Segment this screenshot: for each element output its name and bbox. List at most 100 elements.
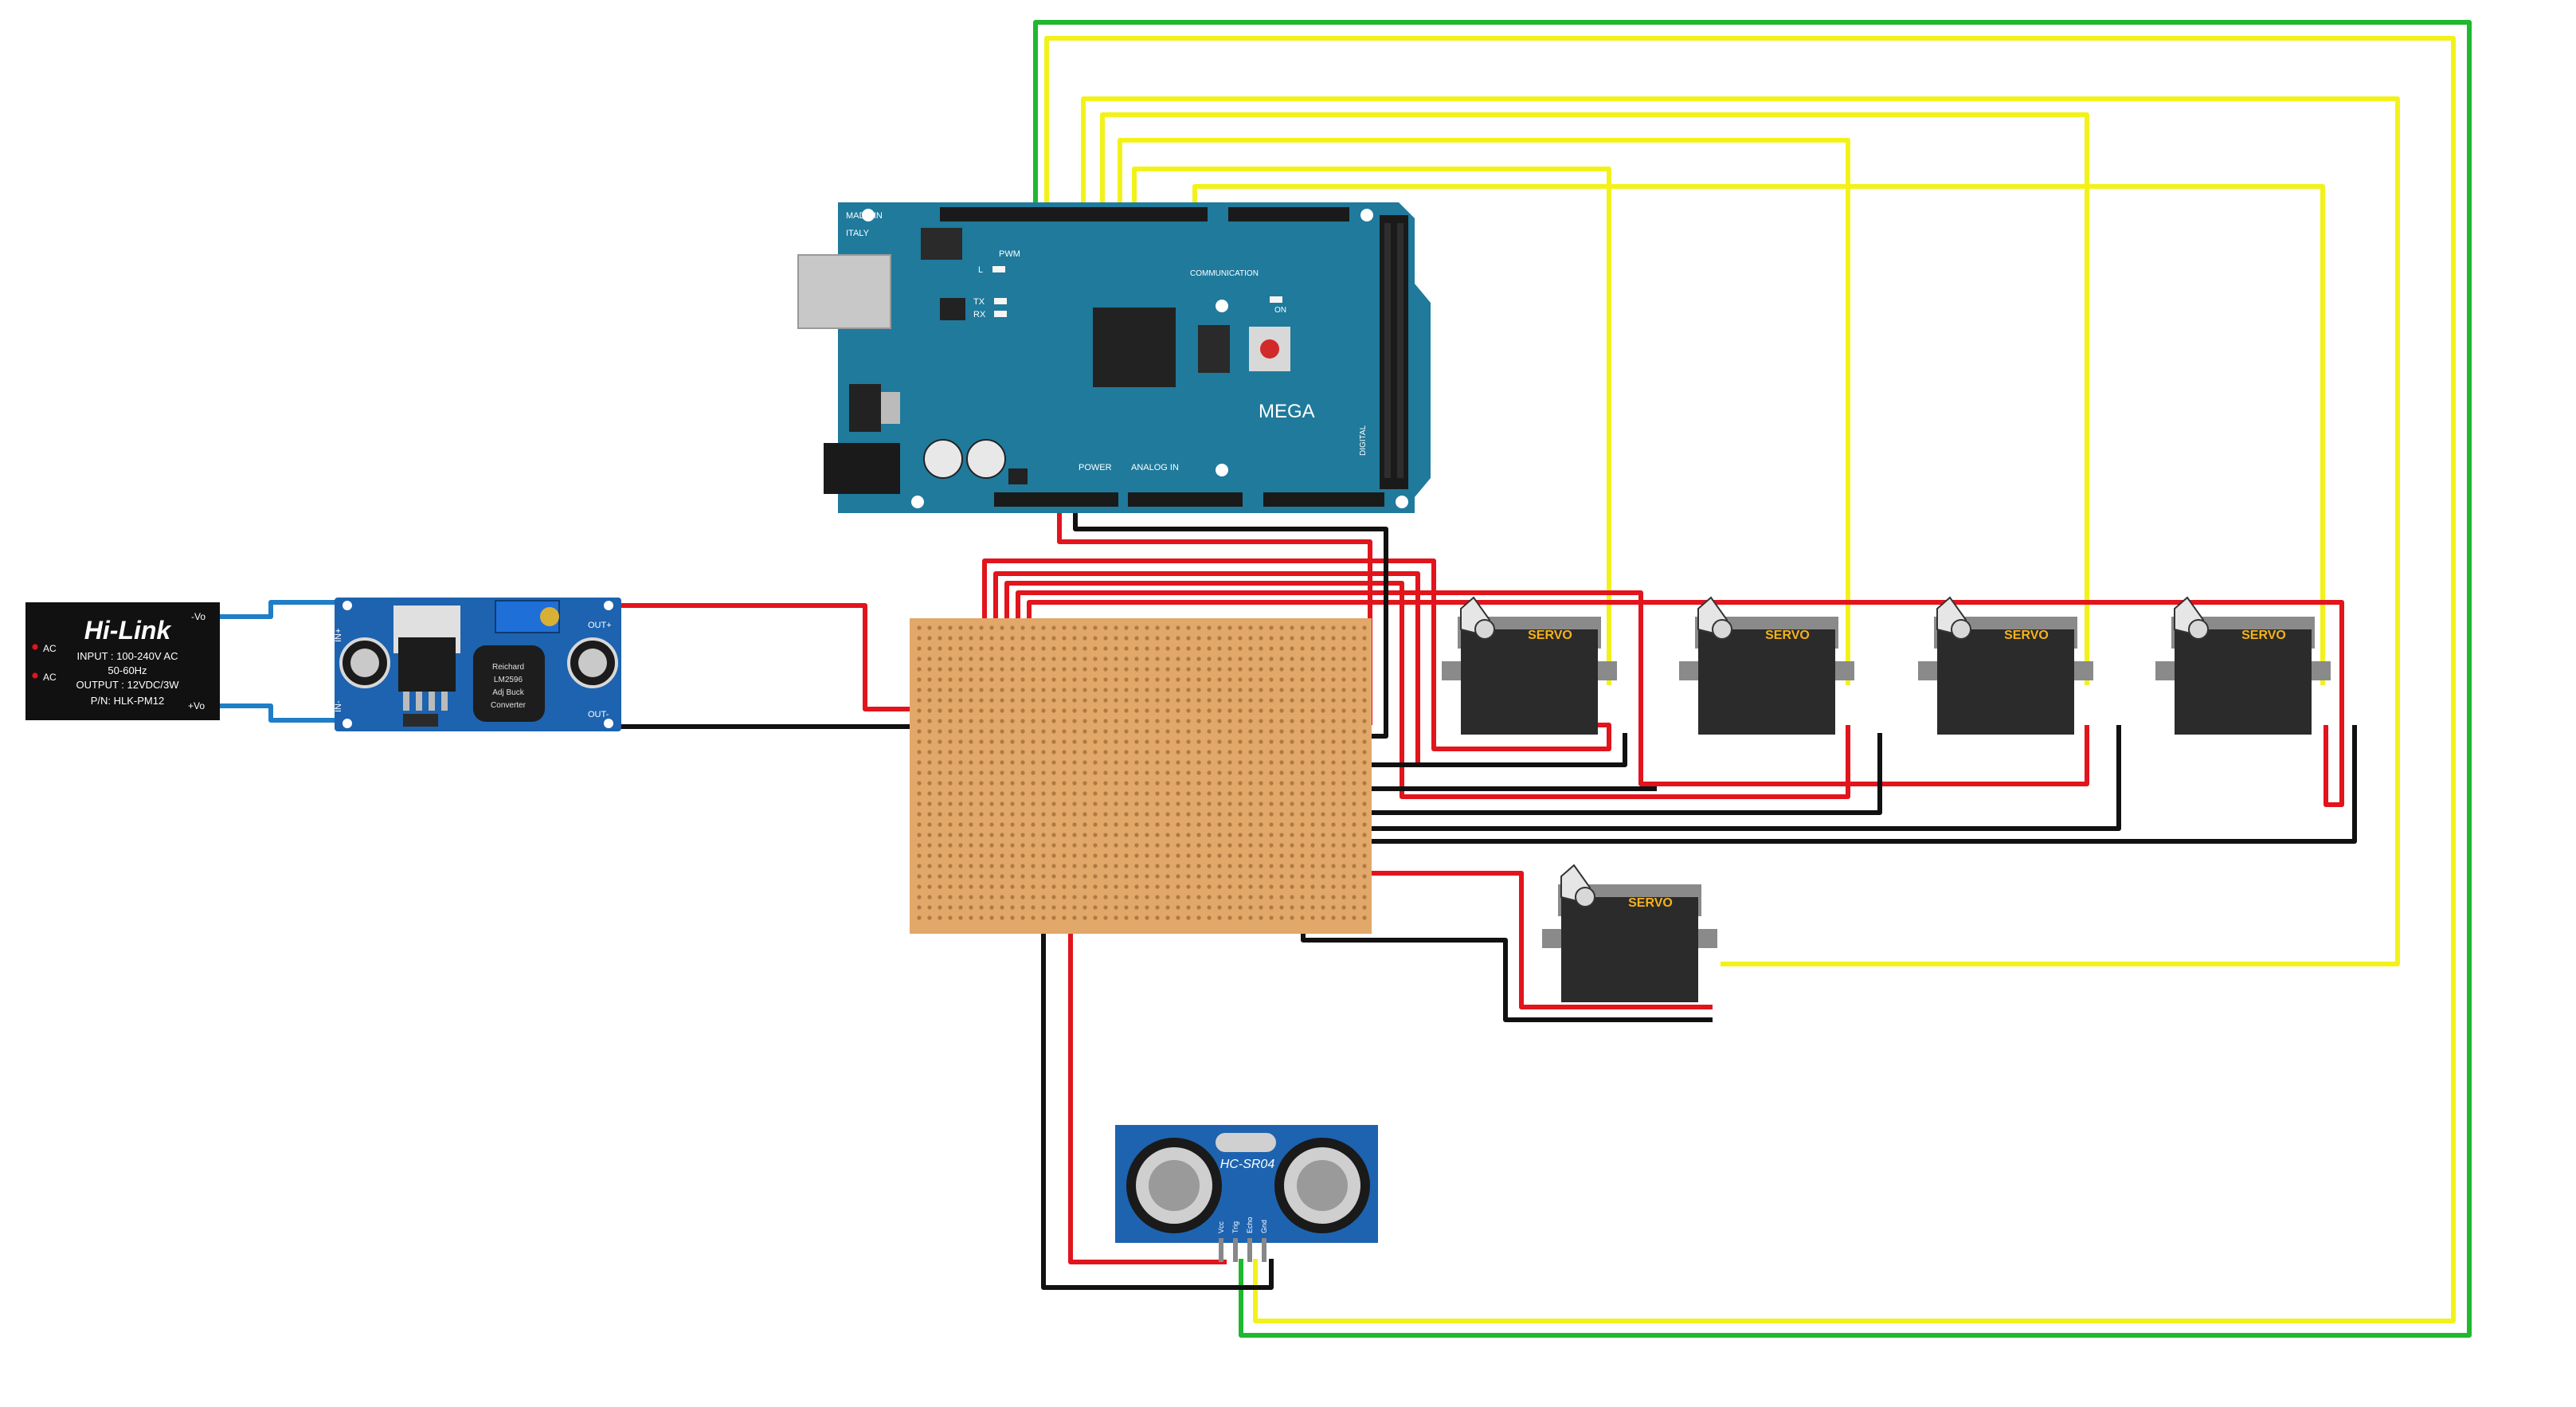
perf-hole <box>927 791 932 796</box>
perf-hole <box>1207 646 1212 651</box>
perf-hole <box>1321 708 1325 713</box>
perf-hole <box>1155 698 1160 703</box>
perf-hole <box>1176 895 1180 899</box>
perf-hole <box>979 812 984 817</box>
perf-hole <box>948 833 953 837</box>
perf-hole <box>1134 905 1139 910</box>
buck-out-minus: OUT- <box>588 710 609 719</box>
perf-hole <box>958 760 963 765</box>
perf-hole <box>1300 719 1305 723</box>
perf-hole <box>1227 698 1232 703</box>
perf-hole <box>1000 698 1004 703</box>
perf-hole <box>989 874 994 879</box>
perf-hole <box>1155 636 1160 641</box>
perf-hole <box>1062 698 1067 703</box>
perf-hole <box>1124 656 1129 661</box>
perf-hole <box>1062 708 1067 713</box>
perf-hole <box>1217 677 1222 682</box>
perf-hole <box>1217 636 1222 641</box>
perf-hole <box>1072 708 1077 713</box>
perf-hole <box>1114 760 1118 765</box>
perf-hole <box>1341 719 1346 723</box>
perf-hole <box>1082 636 1087 641</box>
perf-hole <box>958 636 963 641</box>
perf-hole <box>938 760 942 765</box>
servo-2: SERVO <box>1679 596 1854 735</box>
perf-hole <box>1207 688 1212 692</box>
perf-hole <box>1145 677 1149 682</box>
perf-hole <box>1279 770 1284 775</box>
perf-hole <box>1010 625 1015 630</box>
perf-hole <box>1051 646 1056 651</box>
sensor-pin-gnd: Gnd <box>1260 1220 1268 1233</box>
perf-hole <box>1217 625 1222 630</box>
perf-hole <box>1341 636 1346 641</box>
perf-hole <box>1310 915 1315 920</box>
perf-hole <box>1290 719 1294 723</box>
perf-hole <box>1020 729 1025 734</box>
perf-hole <box>1227 791 1232 796</box>
arduino-mega: MADE IN ITALY MEGA PWM COMMUNICATION POW… <box>797 202 1431 513</box>
perf-hole <box>917 729 922 734</box>
perf-hole <box>1093 667 1098 672</box>
perf-hole <box>1010 884 1015 889</box>
perf-hole <box>1341 688 1346 692</box>
perf-hole <box>1362 646 1367 651</box>
perf-hole <box>927 625 932 630</box>
perf-hole <box>1165 646 1170 651</box>
perf-hole <box>1031 719 1035 723</box>
perf-hole <box>1238 874 1243 879</box>
perf-hole <box>1217 895 1222 899</box>
perf-hole <box>1072 719 1077 723</box>
perf-hole <box>1341 729 1346 734</box>
perf-hole <box>1269 812 1274 817</box>
perf-hole <box>917 853 922 858</box>
perf-hole <box>948 667 953 672</box>
perf-hole <box>1207 677 1212 682</box>
perf-hole <box>1072 781 1077 786</box>
perf-hole <box>927 719 932 723</box>
servo-3: SERVO <box>1918 596 2093 735</box>
perf-hole <box>1207 801 1212 806</box>
perf-hole <box>1176 833 1180 837</box>
perf-hole <box>1103 864 1108 868</box>
perf-hole <box>1207 739 1212 744</box>
perf-hole <box>1082 688 1087 692</box>
perf-hole <box>1124 895 1129 899</box>
perf-hole <box>1186 719 1191 723</box>
perf-hole <box>1093 853 1098 858</box>
perf-hole <box>1082 822 1087 827</box>
perf-hole <box>1062 729 1067 734</box>
perf-hole <box>1051 739 1056 744</box>
perf-hole <box>1124 708 1129 713</box>
perf-hole <box>1352 667 1357 672</box>
perf-hole <box>1072 915 1077 920</box>
perf-hole <box>958 625 963 630</box>
perf-hole <box>927 895 932 899</box>
perf-hole <box>1207 781 1212 786</box>
perf-hole <box>1031 791 1035 796</box>
perf-hole <box>927 874 932 879</box>
perf-hole <box>1259 667 1263 672</box>
perf-hole <box>1176 667 1180 672</box>
perf-hole <box>989 677 994 682</box>
perf-hole <box>969 853 973 858</box>
perf-hole <box>1352 822 1357 827</box>
perf-hole <box>1331 874 1336 879</box>
perfboard-holes <box>917 625 1367 920</box>
perf-hole <box>1259 791 1263 796</box>
perf-hole <box>1352 739 1357 744</box>
perf-hole <box>1227 729 1232 734</box>
perf-hole <box>927 812 932 817</box>
perf-hole <box>1259 915 1263 920</box>
perf-hole <box>958 770 963 775</box>
perf-hole <box>1031 646 1035 651</box>
perf-hole <box>1134 822 1139 827</box>
perf-hole <box>1310 781 1315 786</box>
perf-hole <box>1207 905 1212 910</box>
perf-hole <box>979 729 984 734</box>
perf-hole <box>1238 905 1243 910</box>
perf-hole <box>1082 646 1087 651</box>
perf-hole <box>1155 750 1160 754</box>
perf-hole <box>1134 781 1139 786</box>
